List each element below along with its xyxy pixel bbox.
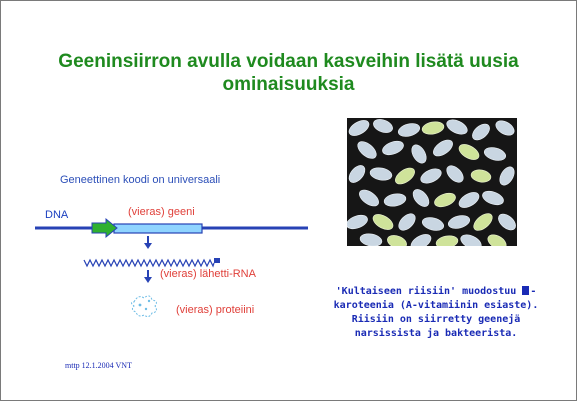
caption-line-1: 'Kultaiseen riisiin' muodostuu - [335,286,537,297]
golden-rice-photo [347,118,517,246]
promoter-arrow-icon [91,217,118,239]
gene-segment [113,223,203,234]
protein-label: (vieras) proteiini [176,304,255,316]
gene-label: (vieras) geeni [128,206,195,218]
slide-title: Geeninsiirron avulla voidaan kasveihin l… [58,51,519,95]
diagram-subtitle: Geneettinen koodi on universaali [60,174,221,186]
caption-line-4: narsissista ja bakteerista. [354,328,518,339]
mrna-strand [83,258,215,268]
arrow-down-icon [144,277,152,283]
caption-line-3: Riisiin on siirretty geenejä [351,314,521,325]
photo-caption: 'Kultaiseen riisiin' muodostuu - karotee… [330,285,542,341]
mrna-label: (vieras) lähetti-RNA [160,268,256,280]
protein-icon [131,295,157,318]
caption-line-2: karoteenia (A-vitamiinin esiaste). [333,300,539,311]
arrow-down-icon [144,243,152,249]
slide-footer: mttp 12.1.2004 VNT [65,361,132,370]
rice-grains-image [347,119,516,246]
beta-symbol-icon [522,286,530,295]
dna-label: DNA [45,209,69,221]
poly-a-tail [214,258,220,263]
